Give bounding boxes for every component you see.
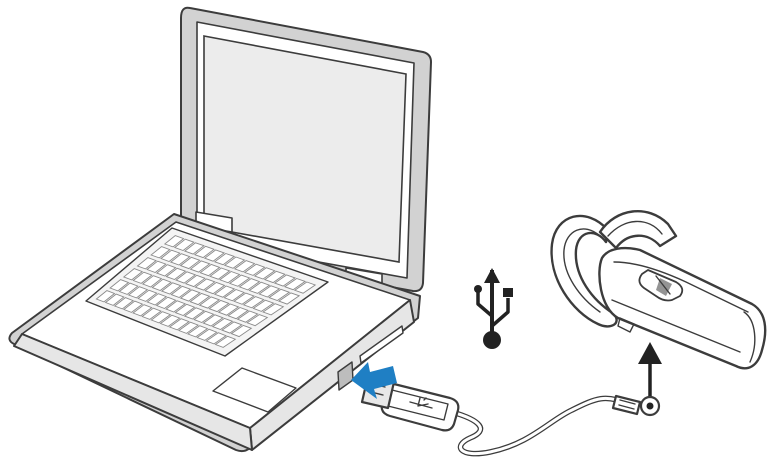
laptop-screen — [204, 36, 406, 262]
micro-usb-plug — [613, 396, 640, 414]
usb-cable — [362, 376, 659, 454]
up-arrow-icon — [638, 342, 662, 396]
usb-icon — [474, 268, 513, 349]
bluetooth-headset — [552, 211, 766, 368]
